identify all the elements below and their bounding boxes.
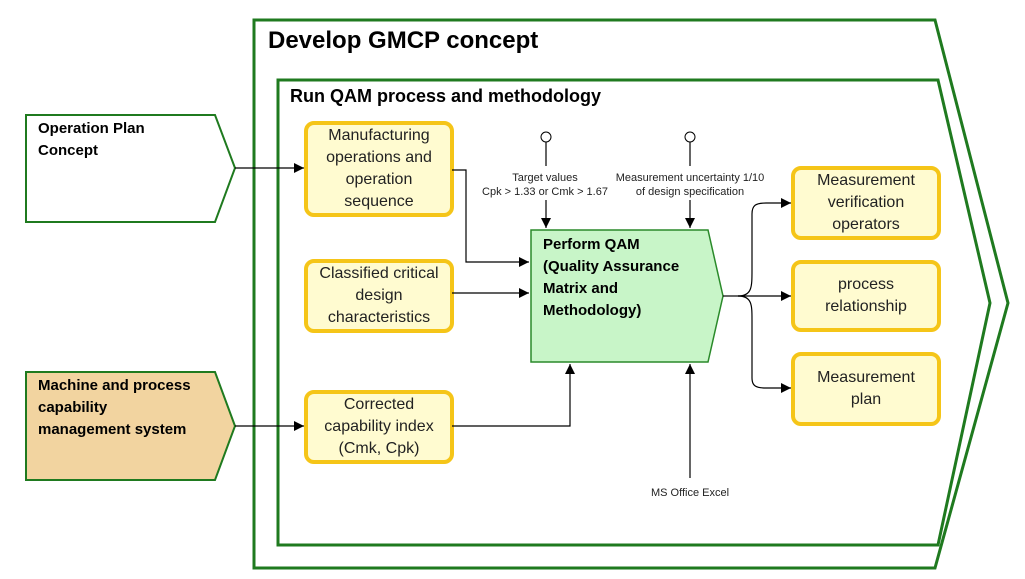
output-label-verification: Measurement verification operators	[793, 168, 939, 238]
box-manufacturing-operations	[304, 121, 454, 217]
output-label-relationship-text: process relationship	[825, 276, 907, 315]
input-chevron-capability-system	[25, 371, 237, 481]
control-node-uncertainty	[684, 131, 696, 143]
control-label-target-values: Target values Cpk > 1.33 or Cmk > 1.67	[482, 172, 608, 198]
mechanism-label: MS Office Excel	[650, 487, 730, 499]
arrow-capability-to-process	[452, 364, 575, 427]
arrow-to-measurement-verification	[737, 198, 791, 297]
outer-stage-title: Develop GMCP concept	[268, 27, 539, 54]
box-classified-characteristics	[304, 259, 454, 333]
input-label-capability-system: Machine and process capability managemen…	[38, 377, 191, 438]
output-label-plan: Measurement plan	[793, 354, 939, 424]
arrow-to-measurement-plan	[737, 295, 791, 393]
control-label-uncertainty: Measurement uncertainty 1/10 of design s…	[615, 172, 765, 198]
box-label-classified-text: Classified critical design characteristi…	[319, 265, 439, 326]
inner-stage-title: Run QAM process and methodology	[290, 86, 602, 106]
process-label: Perform QAM (Quality Assurance Matrix an…	[543, 236, 680, 319]
input-chevron-operation-plan	[25, 114, 237, 223]
output-label-relationship: process relationship	[793, 262, 939, 330]
box-label-capability-index: Corrected capability index (Cmk, Cpk)	[306, 392, 452, 462]
box-measurement-plan	[791, 352, 941, 426]
box-capability-index	[304, 390, 454, 464]
process-perform-qam	[530, 229, 724, 363]
input-label-operation-plan: Operation Plan Concept	[38, 120, 145, 159]
output-label-verification-text: Measurement verification operators	[817, 172, 915, 233]
box-label-classified: Classified critical design characteristi…	[306, 261, 452, 331]
control-node-target-values	[540, 131, 552, 143]
box-process-relationship	[791, 260, 941, 332]
box-label-manufacturing-text: Manufacturing operations and operation s…	[326, 127, 432, 210]
box-label-manufacturing: Manufacturing operations and operation s…	[306, 123, 452, 215]
box-measurement-verification	[791, 166, 941, 240]
arrow-manufacturing-to-process	[452, 169, 529, 267]
box-label-capability-index-text: Corrected capability index (Cmk, Cpk)	[324, 396, 434, 457]
output-label-plan-text: Measurement plan	[817, 369, 915, 408]
